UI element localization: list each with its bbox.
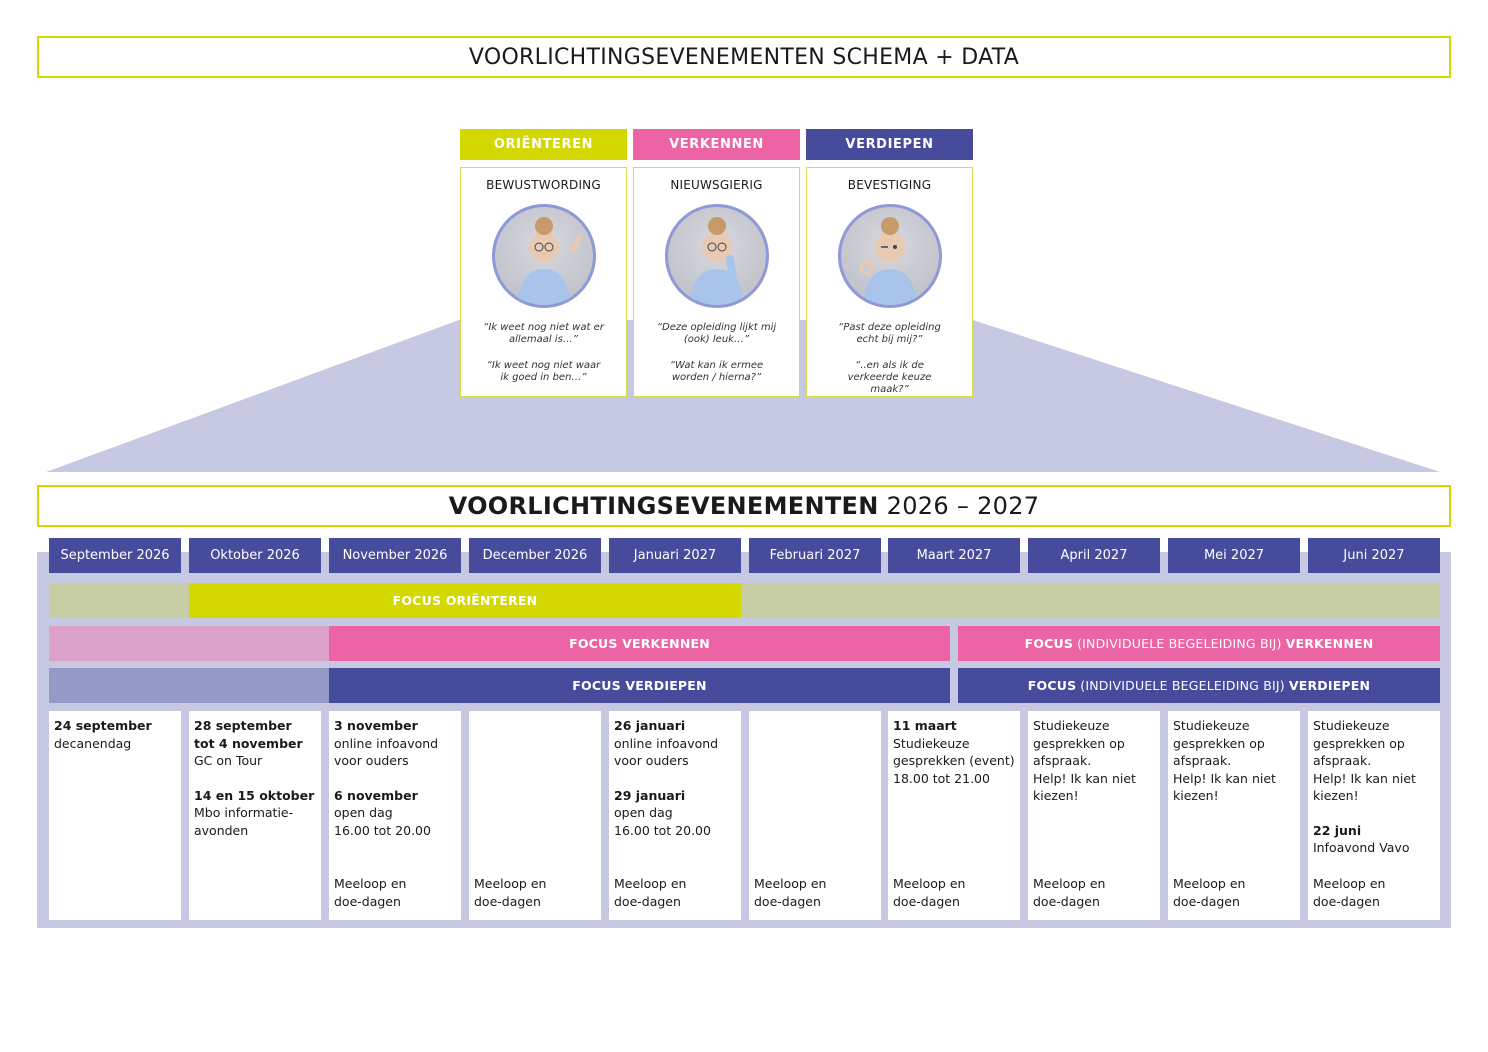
phase-subtitle: BEVESTIGING: [847, 178, 932, 192]
event-meeloop: Meeloop en doe-dagen: [754, 876, 827, 909]
event-description: GC on Tour: [194, 753, 263, 768]
phase-quote: “Wat kan ik ermee worden / hierna?”: [669, 360, 764, 383]
phase-header-verkennen: VERKENNEN: [633, 129, 800, 160]
student-photo: [664, 204, 769, 308]
month-header: Juni 2027: [1308, 538, 1440, 573]
phase-header-orienteren: ORIËNTEREN: [460, 129, 627, 160]
phase-quote: “Past deze opleiding echt bij mij?”: [838, 322, 941, 345]
event-description: open dag 16.00 tot 20.00: [614, 805, 711, 838]
event-entry: 26 januari online infoavond voor ouders: [614, 717, 736, 770]
month-header: April 2027: [1028, 538, 1160, 573]
focus-verdiepen-individual-bar: FOCUS (INDIVIDUELE BEGELEIDING BIJ) VERD…: [958, 668, 1440, 703]
event-entry: 29 januari open dag 16.00 tot 20.00: [614, 787, 736, 840]
event-meeloop: Meeloop en doe-dagen: [334, 876, 407, 909]
event-entry: Studiekeuze gesprekken op afspraak. Help…: [1313, 717, 1435, 805]
month-header: Mei 2027: [1168, 538, 1300, 573]
event-meeloop: Meeloop en doe-dagen: [474, 876, 547, 909]
event-meeloop: Meeloop en doe-dagen: [893, 876, 966, 909]
bar-label: (INDIVIDUELE BEGELEIDING BIJ): [1080, 678, 1285, 693]
bar-label: VERKENNEN: [1285, 636, 1374, 651]
event-cell: Meeloop en doe-dagen: [749, 711, 881, 920]
month-header: Januari 2027: [609, 538, 741, 573]
event-date: 14 en 15 oktober: [194, 787, 315, 803]
event-meeloop: Meeloop en doe-dagen: [614, 876, 687, 909]
page-title: VOORLICHTINGSEVENEMENTEN SCHEMA + DATA: [37, 36, 1451, 78]
phase-card-verkennen: NIEUWSGIERIG “Deze opleiding lijkt mij (…: [633, 167, 800, 397]
focus-verkennen-track: [49, 626, 329, 661]
focus-verdiepen-track: [49, 668, 329, 703]
event-date: 11 maart: [893, 718, 957, 733]
event-cell: Studiekeuze gesprekken op afspraak. Help…: [1308, 711, 1440, 920]
schedule-title-years: 2026 – 2027: [886, 492, 1040, 520]
event-description: decanendag: [54, 735, 132, 751]
phase-quote: “Ik weet nog niet wat er allemaal is…”: [483, 322, 604, 345]
event-entry: Studiekeuze gesprekken op afspraak. Help…: [1173, 717, 1295, 805]
event-date: 24 september: [54, 718, 152, 733]
phase-header-verdiepen: VERDIEPEN: [806, 129, 973, 160]
event-description: Studiekeuze gesprekken (event) 18.00 tot…: [893, 735, 1015, 786]
event-date: 28 september tot 4 november: [194, 718, 303, 751]
event-date: 22 juni: [1313, 822, 1362, 838]
event-date: 29 januari: [614, 787, 686, 803]
bar-label: FOCUS: [1024, 636, 1074, 651]
phase-subtitle: BEWUSTWORDING: [486, 178, 601, 192]
focus-verdiepen-bar: FOCUS VERDIEPEN: [329, 668, 950, 703]
event-description: Studiekeuze gesprekken op afspraak. Help…: [1313, 718, 1416, 803]
focus-verkennen-bar: FOCUS VERKENNEN: [329, 626, 950, 661]
phase-subtitle: NIEUWSGIERIG: [670, 178, 763, 192]
month-header: December 2026: [469, 538, 601, 573]
event-description: Mbo informatie- avonden: [194, 805, 294, 838]
event-entry: 28 september tot 4 november GC on Tour: [194, 717, 316, 770]
phase-card-orienteren: BEWUSTWORDING “Ik weet nog niet wat er a…: [460, 167, 627, 397]
event-meeloop: Meeloop en doe-dagen: [1173, 876, 1246, 909]
event-entry: 6 november open dag 16.00 tot 20.00: [334, 787, 456, 840]
schedule-title-bold: VOORLICHTINGSEVENEMENTEN: [448, 492, 879, 520]
event-entry: Studiekeuze gesprekken op afspraak. Help…: [1033, 717, 1155, 805]
month-header: Februari 2027: [749, 538, 881, 573]
focus-verkennen-individual-bar: FOCUS (INDIVIDUELE BEGELEIDING BIJ) VERK…: [958, 626, 1440, 661]
month-header: Maart 2027: [888, 538, 1020, 573]
event-entry: 24 september decanendag: [54, 717, 176, 752]
bar-label: (INDIVIDUELE BEGELEIDING BIJ): [1077, 636, 1282, 651]
focus-orienteren-bar: FOCUS ORIËNTEREN: [189, 583, 741, 618]
event-cell: Studiekeuze gesprekken op afspraak. Help…: [1028, 711, 1160, 920]
event-meeloop: Meeloop en doe-dagen: [1313, 876, 1386, 909]
event-date: 3 november: [334, 718, 418, 733]
month-header: November 2026: [329, 538, 461, 573]
person-thinking-icon: [689, 217, 744, 305]
person-surprised-icon: [516, 217, 581, 305]
event-cell: 24 september decanendag: [49, 711, 181, 920]
event-description: Studiekeuze gesprekken op afspraak. Help…: [1173, 718, 1276, 803]
person-ok-sign-icon: [859, 217, 917, 305]
student-photo: [837, 204, 942, 308]
event-entry: 3 november online infoavond voor ouders: [334, 717, 456, 770]
schedule-title: VOORLICHTINGSEVENEMENTEN 2026 – 2027: [37, 485, 1451, 527]
event-cell: 3 november online infoavond voor ouders 6 …: [329, 711, 461, 920]
event-cell: Studiekeuze gesprekken op afspraak. Help…: [1168, 711, 1300, 920]
event-date: 26 januari: [614, 718, 686, 733]
event-date: 6 november: [334, 787, 418, 803]
event-meeloop: Meeloop en doe-dagen: [1033, 876, 1106, 909]
event-description: Infoavond Vavo: [1313, 840, 1410, 855]
student-photo: [491, 204, 596, 308]
event-description: open dag 16.00 tot 20.00: [334, 805, 431, 838]
bar-label: VERDIEPEN: [1288, 678, 1371, 693]
phase-quote: “..en als ik de verkeerde keuze maak?”: [847, 360, 932, 395]
phase-quote: “Deze opleiding lijkt mij (ook) leuk…”: [656, 322, 777, 345]
bar-label: FOCUS: [1027, 678, 1077, 693]
phase-card-verdiepen: BEVESTIGING “Past deze opleiding echt bi…: [806, 167, 973, 397]
event-cell: Meeloop en doe-dagen: [469, 711, 601, 920]
month-header: September 2026: [49, 538, 181, 573]
event-description: Studiekeuze gesprekken op afspraak. Help…: [1033, 718, 1136, 803]
event-description: online infoavond voor ouders: [614, 735, 719, 769]
month-header: Oktober 2026: [189, 538, 321, 573]
event-cell: 28 september tot 4 november GC on Tour 14 …: [189, 711, 321, 920]
event-description: online infoavond voor ouders: [334, 735, 439, 769]
event-cell: 26 januari online infoavond voor ouders 29…: [609, 711, 741, 920]
phase-quote: “Ik weet nog niet waar ik goed in ben…”: [486, 360, 601, 383]
